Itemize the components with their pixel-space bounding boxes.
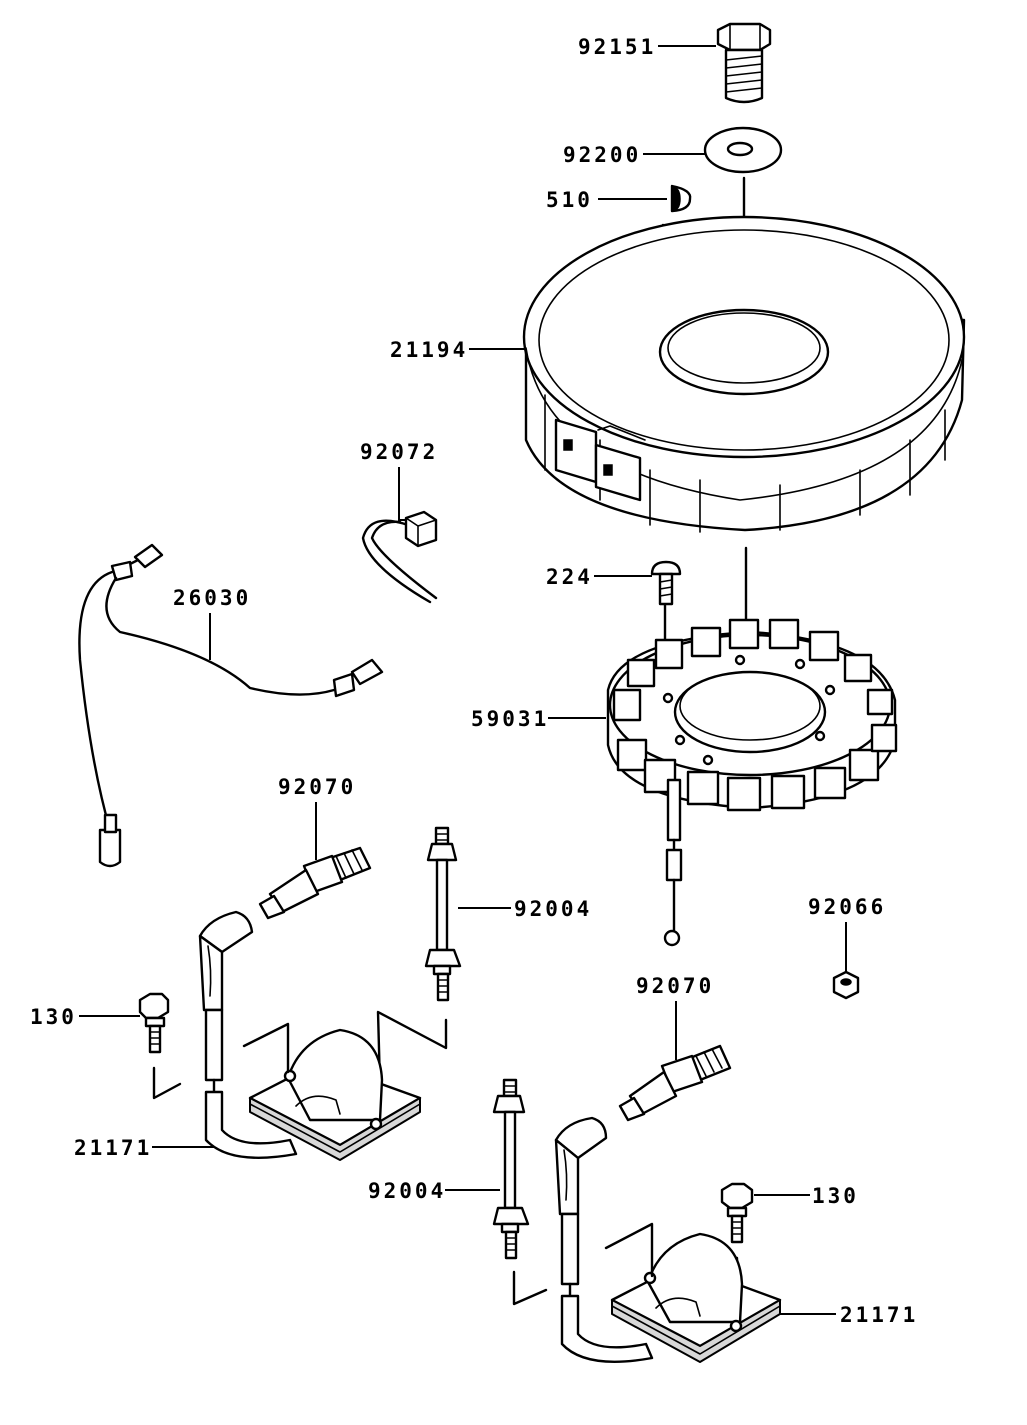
label-130-right: 130 [812,1184,859,1208]
band-92072 [361,510,438,604]
ignition-coil-21171-right [554,1116,782,1363]
label-21171-right: 21171 [840,1303,918,1327]
label-92004-lower: 92004 [368,1179,446,1203]
label-59031: 59031 [471,707,549,731]
label-21171-left: 21171 [74,1136,152,1160]
label-92070-lower: 92070 [636,974,714,998]
washer-92200 [703,126,783,174]
ignition-coil-21171-left [198,910,422,1161]
key-510 [670,184,692,213]
label-92200: 92200 [563,143,641,167]
label-510: 510 [546,188,593,212]
label-92066: 92066 [808,895,886,919]
stud-92004-upper [376,826,462,1087]
label-92151: 92151 [578,35,656,59]
bolt-92151 [716,22,772,104]
label-26030: 26030 [173,586,251,610]
label-130-left: 130 [30,1005,77,1029]
screw-224 [650,560,682,606]
nut-92066 [832,970,860,1000]
label-21194: 21194 [390,338,468,362]
flywheel-21194 [522,215,966,533]
stator-59031 [606,618,898,947]
label-92070-upper: 92070 [278,775,356,799]
spark-plug-92070-lower [618,1044,732,1122]
spark-plug-92070-upper [258,846,372,920]
label-92072: 92072 [360,440,438,464]
harness-26030 [78,543,384,868]
label-224: 224 [546,565,593,589]
label-92004-upper: 92004 [514,897,592,921]
bolt-130-left [138,992,182,1100]
stud-92004-lower [492,1078,548,1306]
